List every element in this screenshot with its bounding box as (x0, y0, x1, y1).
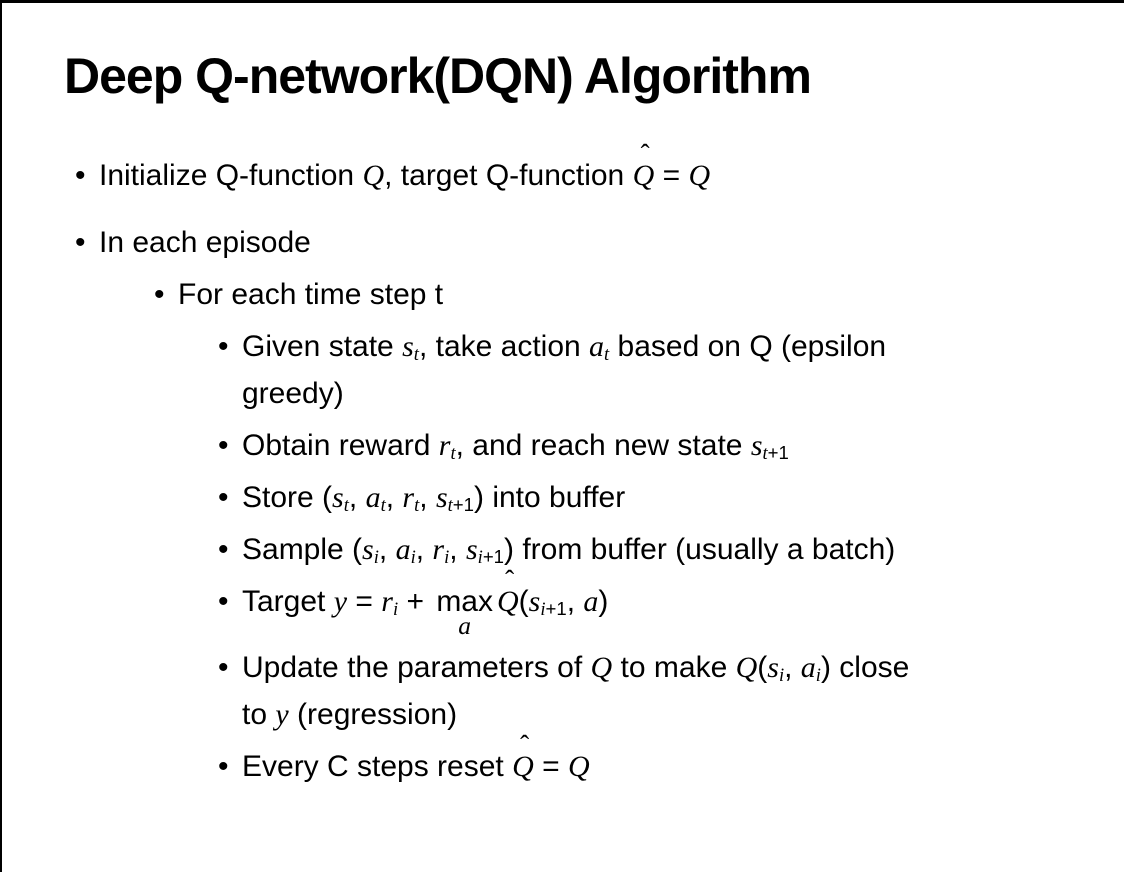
bullet-text: Store (st, at, rt, st+1) into buffer (242, 481, 626, 517)
bullet-text: Given state st, take action at based on … (242, 330, 887, 410)
bullet-item: • Store (st, at, rt, st+1) into buffer (218, 474, 1124, 521)
slide-title: Deep Q-network(DQN) Algorithm (64, 48, 812, 104)
bullet-list: • Initialize Q-function Q, target Q-funct… (2, 139, 1124, 790)
bullet-marker-icon: • (218, 651, 229, 684)
bullet-text: For each time step t (178, 278, 444, 311)
bullet-item: • For each time step t (154, 271, 1124, 318)
bullet-marker-icon: • (154, 278, 165, 311)
bullet-marker-icon: • (75, 226, 86, 259)
bullet-item: • Obtain reward rt, and reach new state s… (218, 422, 1124, 469)
bullet-item: • Update the parameters of Q to make Q(si… (218, 644, 1124, 738)
bullet-marker-icon: • (218, 533, 229, 566)
bullet-text: Initialize Q-function Q, target Q-functi… (99, 139, 710, 199)
bullet-marker-icon: • (218, 481, 229, 514)
bullet-text: In each episode (99, 226, 311, 259)
bullet-marker-icon: • (218, 429, 229, 462)
bullet-item: • Initialize Q-function Q, target Q-funct… (75, 139, 1124, 199)
bullet-marker-icon: • (218, 330, 229, 363)
bullet-text: Obtain reward rt, and reach new state st… (242, 429, 789, 465)
bullet-marker-icon: • (218, 585, 229, 618)
bullet-item: • Sample (si, ai, ri, si+1) from buffer (… (218, 526, 1124, 573)
bullet-text: Update the parameters of Q to make Q(si,… (242, 651, 910, 731)
bullet-marker-icon: • (218, 750, 229, 783)
bullet-item: • In each episode (75, 219, 1124, 266)
bullet-item: • Given state st, take action at based on… (218, 323, 1124, 417)
bullet-text: Sample (si, ai, ri, si+1) from buffer (u… (242, 533, 896, 569)
bullet-marker-icon: • (75, 159, 86, 192)
